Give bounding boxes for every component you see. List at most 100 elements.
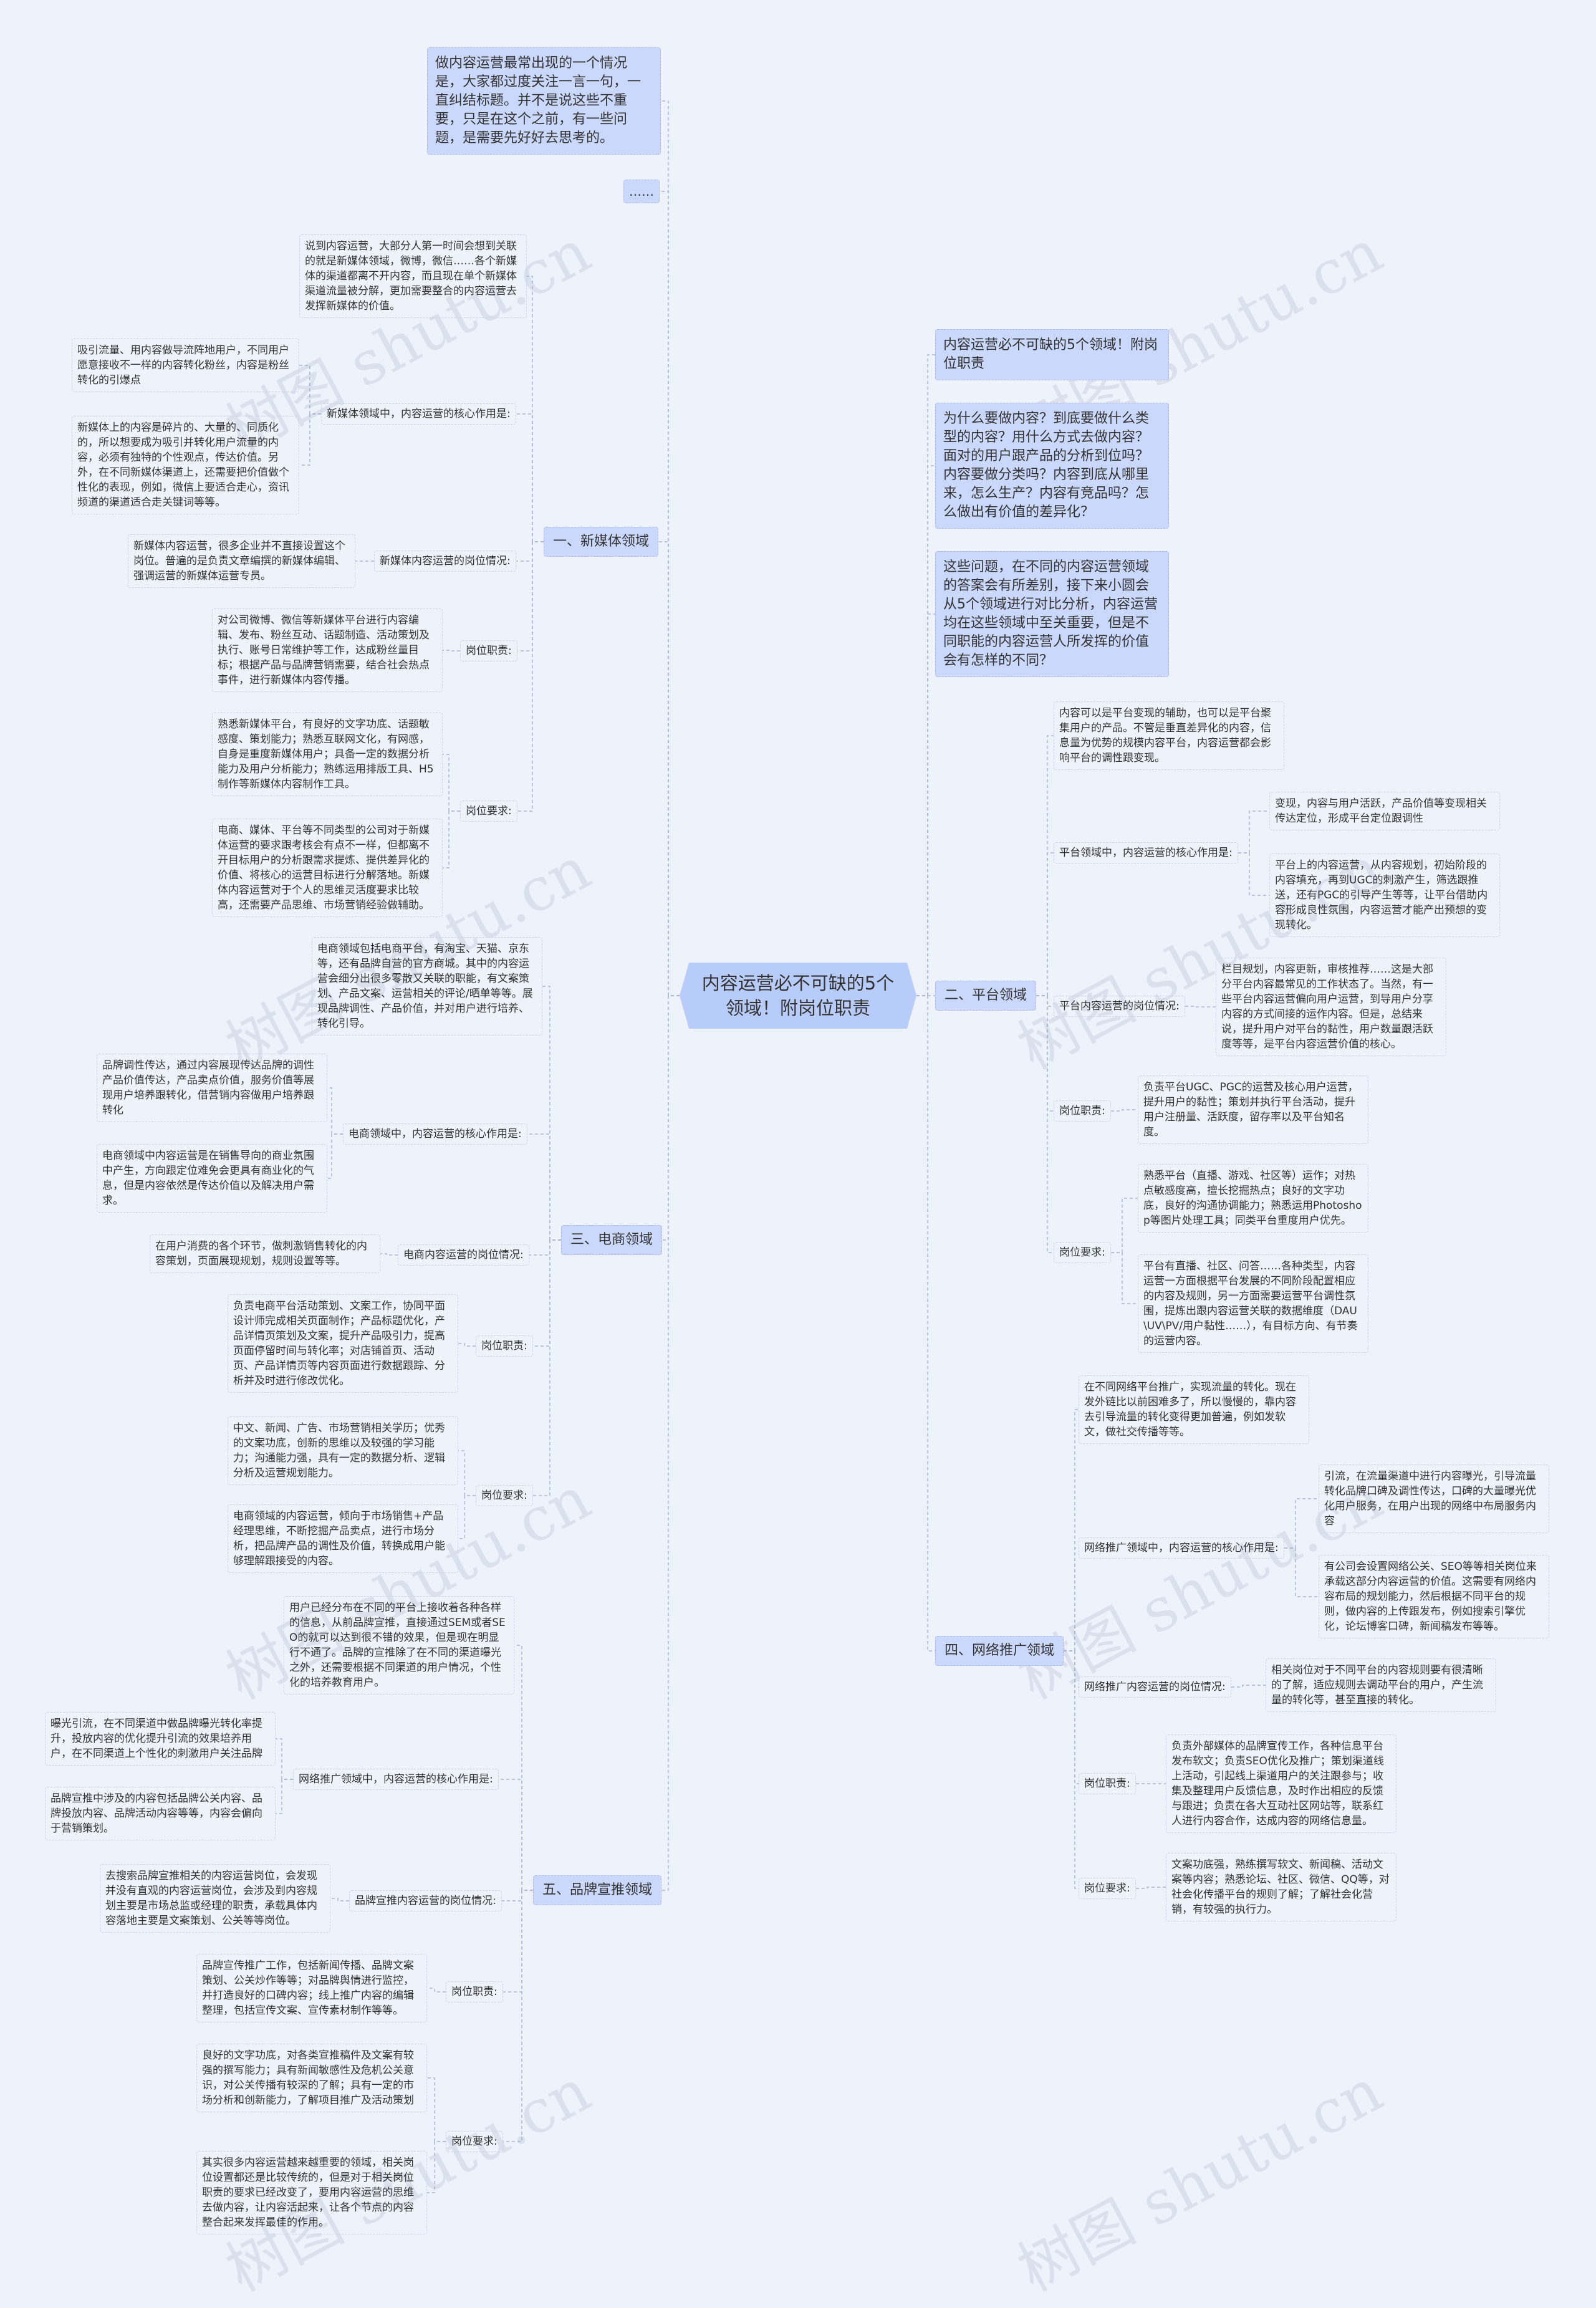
ecommerce-req-2[interactable]: 电商领域的内容运营，倾向于市场销售+产品经理思维，不断挖掘产品卖点，进行市场分析… [228, 1504, 458, 1573]
new-media-req-1[interactable]: 熟悉新媒体平台，有良好的文字功底、话题敏感度、策划能力；熟悉互联网文化，有网感，… [212, 713, 443, 796]
branch-platform[interactable]: 二、平台领域 [935, 981, 1037, 1011]
network-intro[interactable]: 在不同网络平台推广，实现流量的转化。现在发外链比以前困难多了，所以慢慢的，靠内容… [1079, 1375, 1309, 1444]
connector [916, 613, 935, 996]
right-intro-title[interactable]: 内容运营必不可缺的5个领域！附岗位职责 [935, 329, 1169, 380]
brand-intro[interactable]: 用户已经分布在不同的平台上接收着各种各样的信息，从前品牌宣推，直接通过SEM或者… [284, 1596, 514, 1695]
center-topic[interactable]: 内容运营必不可缺的5个领域！附岗位职责 [680, 963, 916, 1029]
connector [1185, 1006, 1216, 1007]
platform-req-2[interactable]: 平台有直播、社区、问答……各种类型，内容运营一方面根据平台发展的不同阶段配置相应… [1138, 1254, 1368, 1353]
connector [660, 191, 680, 996]
new-media-pos[interactable]: 新媒体内容运营，很多企业并不直接设置这个岗位。普遍的是负责文章编撰的新媒体编辑、… [128, 534, 355, 588]
ecommerce-core-2[interactable]: 电商领域中内容运营是在销售导向的商业氛围中产生，方向跟定位难免会更具有商业化的气… [97, 1144, 327, 1213]
right-intro-answer[interactable]: 这些问题，在不同的内容运营领域的答案会有所差别，接下来小圆会从5个领域进行对比分… [935, 551, 1169, 677]
connector [916, 354, 935, 996]
brand-pos-label[interactable]: 品牌宣推内容运营的岗位情况: [349, 1890, 502, 1911]
new-media-duty-label[interactable]: 岗位职责: [460, 640, 517, 661]
connector [514, 1645, 533, 1891]
connector [503, 1890, 533, 2142]
ecommerce-duty-label[interactable]: 岗位职责: [476, 1335, 533, 1357]
branch-brand-promotion[interactable]: 五、品牌宣推领域 [533, 1875, 662, 1905]
new-media-req-2[interactable]: 电商、媒体、平台等不同类型的公司对于新媒体运营的要求跟考核会有点不一样，但都离不… [212, 819, 443, 917]
right-intro-questions[interactable]: 为什么要做内容？到底要做什么类型的内容？用什么方式去做内容？面对的用户跟产品的分… [935, 403, 1169, 529]
branch-new-media[interactable]: 一、新媒体领域 [544, 527, 659, 557]
platform-core-label[interactable]: 平台领域中，内容运营的核心作用是: [1054, 842, 1238, 863]
new-media-core-1[interactable]: 吸引流量、用内容做导流阵地用户，不同用户愿意接收不一样的内容转化粉丝，内容是粉丝… [72, 339, 299, 392]
connector [1231, 1685, 1266, 1688]
connector [1064, 1650, 1079, 1688]
connector [661, 995, 680, 1891]
new-media-pos-label[interactable]: 新媒体内容运营的岗位情况: [374, 551, 516, 572]
left-intro-note[interactable]: 做内容运营最常出现的一个情况是，大家都过度关注一言一句，一直纠结标题。并不是说这… [427, 47, 661, 155]
connector [516, 413, 544, 542]
brand-req-1[interactable]: 良好的文字功底，对各类宣推稿件及文案有较强的撰写能力；具有新闻敏感性及危机公关意… [196, 2044, 427, 2112]
brand-core-1[interactable]: 曝光引流，在不同渠道中做品牌曝光转化率提升，投放内容的优化提升引流的效果培养用户… [45, 1712, 276, 1766]
new-media-req-label[interactable]: 岗位要求: [460, 801, 517, 822]
branch-ecommerce[interactable]: 三、电商领域 [561, 1225, 663, 1255]
connector [1284, 1547, 1319, 1597]
new-media-intro[interactable]: 说到内容运营，大部分人第一时间会想到关联的就是新媒体领域，微博，微信……各个新媒… [299, 234, 527, 318]
brand-duty-label[interactable]: 岗位职责: [446, 1981, 503, 2003]
platform-pos[interactable]: 栏目规划，内容更新，审核推荐……这是大部分平台内容最常见的工作状态了。当然，有一… [1216, 958, 1446, 1056]
platform-core-1[interactable]: 变现，内容与用户活跃，产品价值等变现相关传达定位，形成平台定位跟调性 [1269, 792, 1500, 830]
connector [1064, 1650, 1079, 1889]
connector [527, 276, 544, 542]
connector [516, 541, 544, 562]
connector [517, 541, 544, 652]
left-ellipsis-note[interactable]: …… [623, 180, 660, 203]
ecommerce-req-label[interactable]: 岗位要求: [476, 1485, 533, 1506]
ecommerce-core-label[interactable]: 电商领域中，内容运营的核心作用是: [343, 1123, 527, 1145]
platform-duty-label[interactable]: 岗位职责: [1054, 1100, 1111, 1122]
connector [503, 1890, 533, 1993]
connector [330, 1898, 349, 1902]
platform-duty[interactable]: 负责平台UGC、PGC的运营及核心用户运营，提升用户的黏性；策划并执行平台活动，… [1138, 1075, 1368, 1144]
network-pos[interactable]: 相关岗位对于不同平台的内容规则要有很清晰的了解，适应规则去调动平台的用户，产生流… [1266, 1658, 1496, 1712]
connector [1111, 1109, 1138, 1112]
ecommerce-duty[interactable]: 负责电商平台活动策划、文案工作，协同平面设计师完成相关页面制作；产品标题优化，产… [228, 1294, 458, 1393]
connector [427, 2077, 446, 2142]
network-req-1[interactable]: 文案功底强，熟练撰写软文、新闻稿、活动文案等内容；熟悉论坛、社区、微信、QQ等，… [1166, 1853, 1396, 1921]
new-media-core-label[interactable]: 新媒体领域中，内容运营的核心作用是: [321, 403, 516, 425]
platform-core-2[interactable]: 平台上的内容运营，从内容规划，初始阶段的内容填充，再到UGC的刺激产生，筛选跟推… [1269, 853, 1500, 937]
brand-req-2[interactable]: 其实很多内容运营越来越重要的领域，相关岗位设置都还是比较传统的，但是对于相关岗位… [196, 2151, 427, 2234]
connector [276, 1779, 293, 1814]
connector [661, 100, 680, 996]
connector [662, 995, 680, 1241]
brand-core-label[interactable]: 网络推广领域中，内容运营的核心作用是: [293, 1769, 499, 1790]
connector [517, 541, 544, 812]
platform-req-label[interactable]: 岗位要求: [1054, 1242, 1111, 1263]
branch-network-promotion[interactable]: 四、网络推广领域 [935, 1636, 1064, 1666]
network-req-label[interactable]: 岗位要求: [1079, 1878, 1136, 1899]
platform-req-1[interactable]: 熟悉平台（直播、游戏、社区等）运作；对热点敏感度高，擅长挖掘热点；良好的文字功底… [1138, 1164, 1368, 1233]
connector [542, 986, 561, 1241]
connector [1036, 852, 1054, 996]
ecommerce-pos-label[interactable]: 电商内容运营的岗位情况: [398, 1244, 529, 1266]
brand-pos[interactable]: 去搜索品牌宣推相关的内容运营岗位，会发现并没有直观的内容运营岗位，会涉及到内容规… [100, 1864, 330, 1933]
network-core-2[interactable]: 有公司会设置网络公关、SEO等等相关岗位来承载这部分内容运营的价值。这需要有网络… [1319, 1555, 1549, 1638]
connector [380, 1253, 398, 1256]
connector [276, 1738, 293, 1780]
platform-intro[interactable]: 内容可以是平台变现的辅助，也可以是平台聚集用户的产品。不管是垂直差异化的内容，信… [1054, 701, 1284, 770]
brand-core-2[interactable]: 品牌宣推中涉及的内容包括品牌公关内容、品牌投放内容、品牌活动内容等等，内容会偏向… [45, 1787, 276, 1840]
new-media-duty[interactable]: 对公司微博、微信等新媒体平台进行内容编辑、发布、粉丝互动、话题制造、活动策划及执… [212, 608, 443, 692]
connector [1036, 995, 1054, 1112]
new-media-core-2[interactable]: 新媒体上的内容是碎片的、大量的、同质化的，所以想要成为吸引并转化用户流量的内容，… [72, 416, 299, 514]
network-pos-label[interactable]: 网络推广内容运营的岗位情况: [1079, 1676, 1231, 1698]
platform-pos-label[interactable]: 平台内容运营的岗位情况: [1054, 996, 1185, 1017]
network-duty-label[interactable]: 岗位职责: [1079, 1773, 1136, 1794]
network-core-label[interactable]: 网络推广领域中，内容运营的核心作用是: [1079, 1537, 1284, 1559]
connector [327, 1133, 343, 1179]
network-duty[interactable]: 负责外部媒体的品牌宣传工作，各种信息平台发布软文；负责SEO优化及推广；策划渠道… [1166, 1734, 1396, 1833]
network-core-1[interactable]: 引流，在流量渠道中进行内容曝光，引导流量转化品牌口碑及调性传达，口碑的大量曝光优… [1319, 1464, 1549, 1533]
ecommerce-req-1[interactable]: 中文、新闻、广告、市场营销相关学历；优秀的文案功底，创新的思维以及较强的学习能力… [228, 1416, 458, 1485]
connector [533, 1239, 561, 1496]
brand-req-label[interactable]: 岗位要求: [446, 2131, 503, 2152]
ecommerce-pos[interactable]: 在用户消费的各个环节，做刺激销售转化的内容策划，页面展现规划，规则设置等等。 [150, 1234, 380, 1273]
connector [499, 1779, 533, 1891]
connector [458, 1495, 476, 1539]
ecommerce-intro[interactable]: 电商领域包括电商平台，有淘宝、天猫、京东等，还有品牌自营的官方商城。其中的内容运… [312, 937, 542, 1036]
connector [658, 541, 680, 996]
ecommerce-core-1[interactable]: 品牌调性传达，通过内容展现传达品牌的调性产品价值传达，产品卖点价值，服务价值等展… [97, 1054, 327, 1122]
connector [1111, 1198, 1138, 1253]
brand-duty[interactable]: 品牌宣传推广工作，包括新闻传播、品牌文案策划、公关炒作等等；对品牌舆情进行监控，… [196, 1954, 427, 2022]
